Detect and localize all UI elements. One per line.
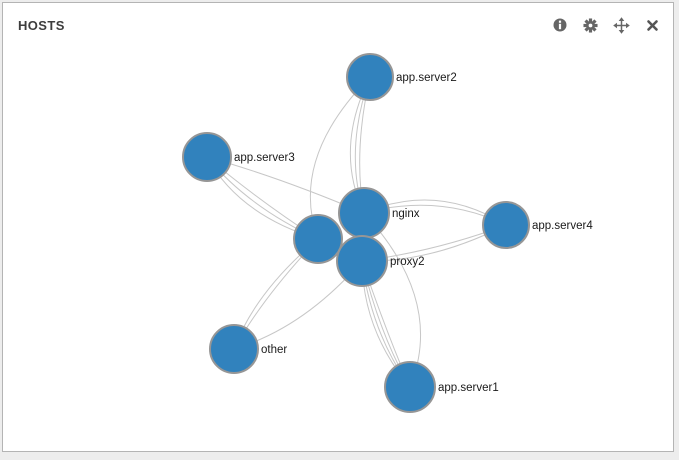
node-label-nginx: nginx <box>392 208 420 220</box>
info-icon[interactable] <box>551 17 568 34</box>
graph-node-proxy2[interactable] <box>336 235 388 287</box>
graph-node-app_server1[interactable] <box>384 361 436 413</box>
graph-node-app_server2[interactable] <box>346 53 394 101</box>
node-label-other: other <box>261 344 287 356</box>
panel-title: HOSTS <box>18 17 65 33</box>
graph-node-app_server4[interactable] <box>482 201 530 249</box>
graph-node-app_server3[interactable] <box>182 132 232 182</box>
panel-header: HOSTS <box>3 3 673 47</box>
graph-node-other[interactable] <box>209 324 259 374</box>
node-label-app_server2: app.server2 <box>396 72 457 84</box>
move-icon[interactable] <box>613 16 630 34</box>
node-label-proxy2: proxy2 <box>390 256 425 268</box>
graph-node-nginx[interactable] <box>338 187 390 239</box>
network-graph: app.server2 app.server3 nginx proxy2 app.ser… <box>182 53 593 413</box>
graph-node-host_unlabeled[interactable] <box>293 214 343 264</box>
node-label-app_server3: app.server3 <box>234 152 295 164</box>
gear-icon[interactable] <box>582 17 599 34</box>
hosts-panel: HOSTS <box>2 2 674 452</box>
panel-toolbar <box>551 16 661 34</box>
close-icon[interactable] <box>644 17 661 34</box>
node-label-app_server1: app.server1 <box>438 382 499 394</box>
node-label-app_server4: app.server4 <box>532 220 593 232</box>
